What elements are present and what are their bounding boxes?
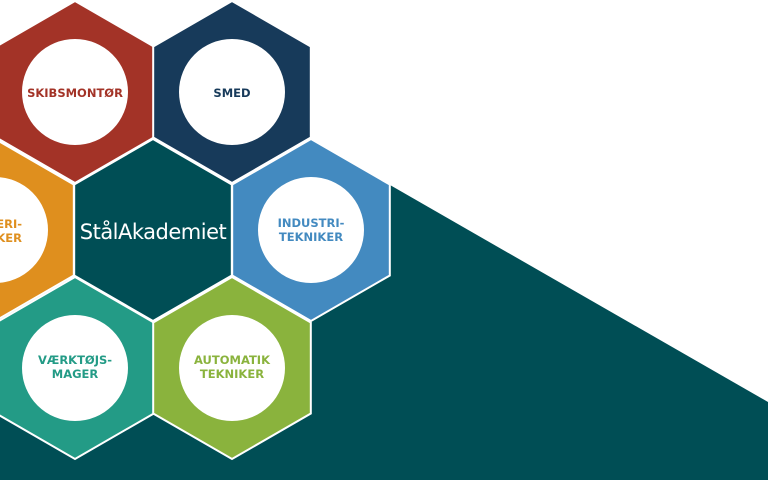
tile-circle: [179, 39, 285, 145]
tile-label-line2: TEKNIKER: [279, 230, 343, 244]
tile-vaerktojsmager[interactable]: VÆRKTØJS- MAGER: [0, 275, 155, 461]
tile-circle: [258, 177, 364, 283]
tile-industritekniker[interactable]: INDUSTRI- TEKNIKER: [231, 137, 391, 323]
tile-label: SMED: [213, 86, 250, 100]
tile-label-line2: KER: [0, 231, 22, 245]
tile-circle: [179, 315, 285, 421]
tile-label-line2: MAGER: [52, 367, 99, 381]
tile-label-line1: INDUSTRI-: [278, 216, 345, 230]
tile-automatiktekniker[interactable]: AUTOMATIK TEKNIKER: [152, 275, 312, 461]
stalakademiet-logo: StålAkademiet: [80, 219, 227, 244]
tile-label: SKIBSMONTØR: [27, 86, 123, 100]
tile-smed[interactable]: SMED: [152, 0, 312, 185]
tile-label-line1: ERI-: [0, 217, 22, 231]
tile-circle: [0, 177, 48, 283]
tile-circle: [22, 315, 128, 421]
tile-skibsmontor[interactable]: SKIBSMONTØR: [0, 0, 155, 185]
tile-circle: [22, 39, 128, 145]
tile-label-line1: AUTOMATIK: [194, 353, 271, 367]
tile-label-line2: TEKNIKER: [200, 367, 264, 381]
tile-label-line1: VÆRKTØJS-: [38, 353, 112, 367]
